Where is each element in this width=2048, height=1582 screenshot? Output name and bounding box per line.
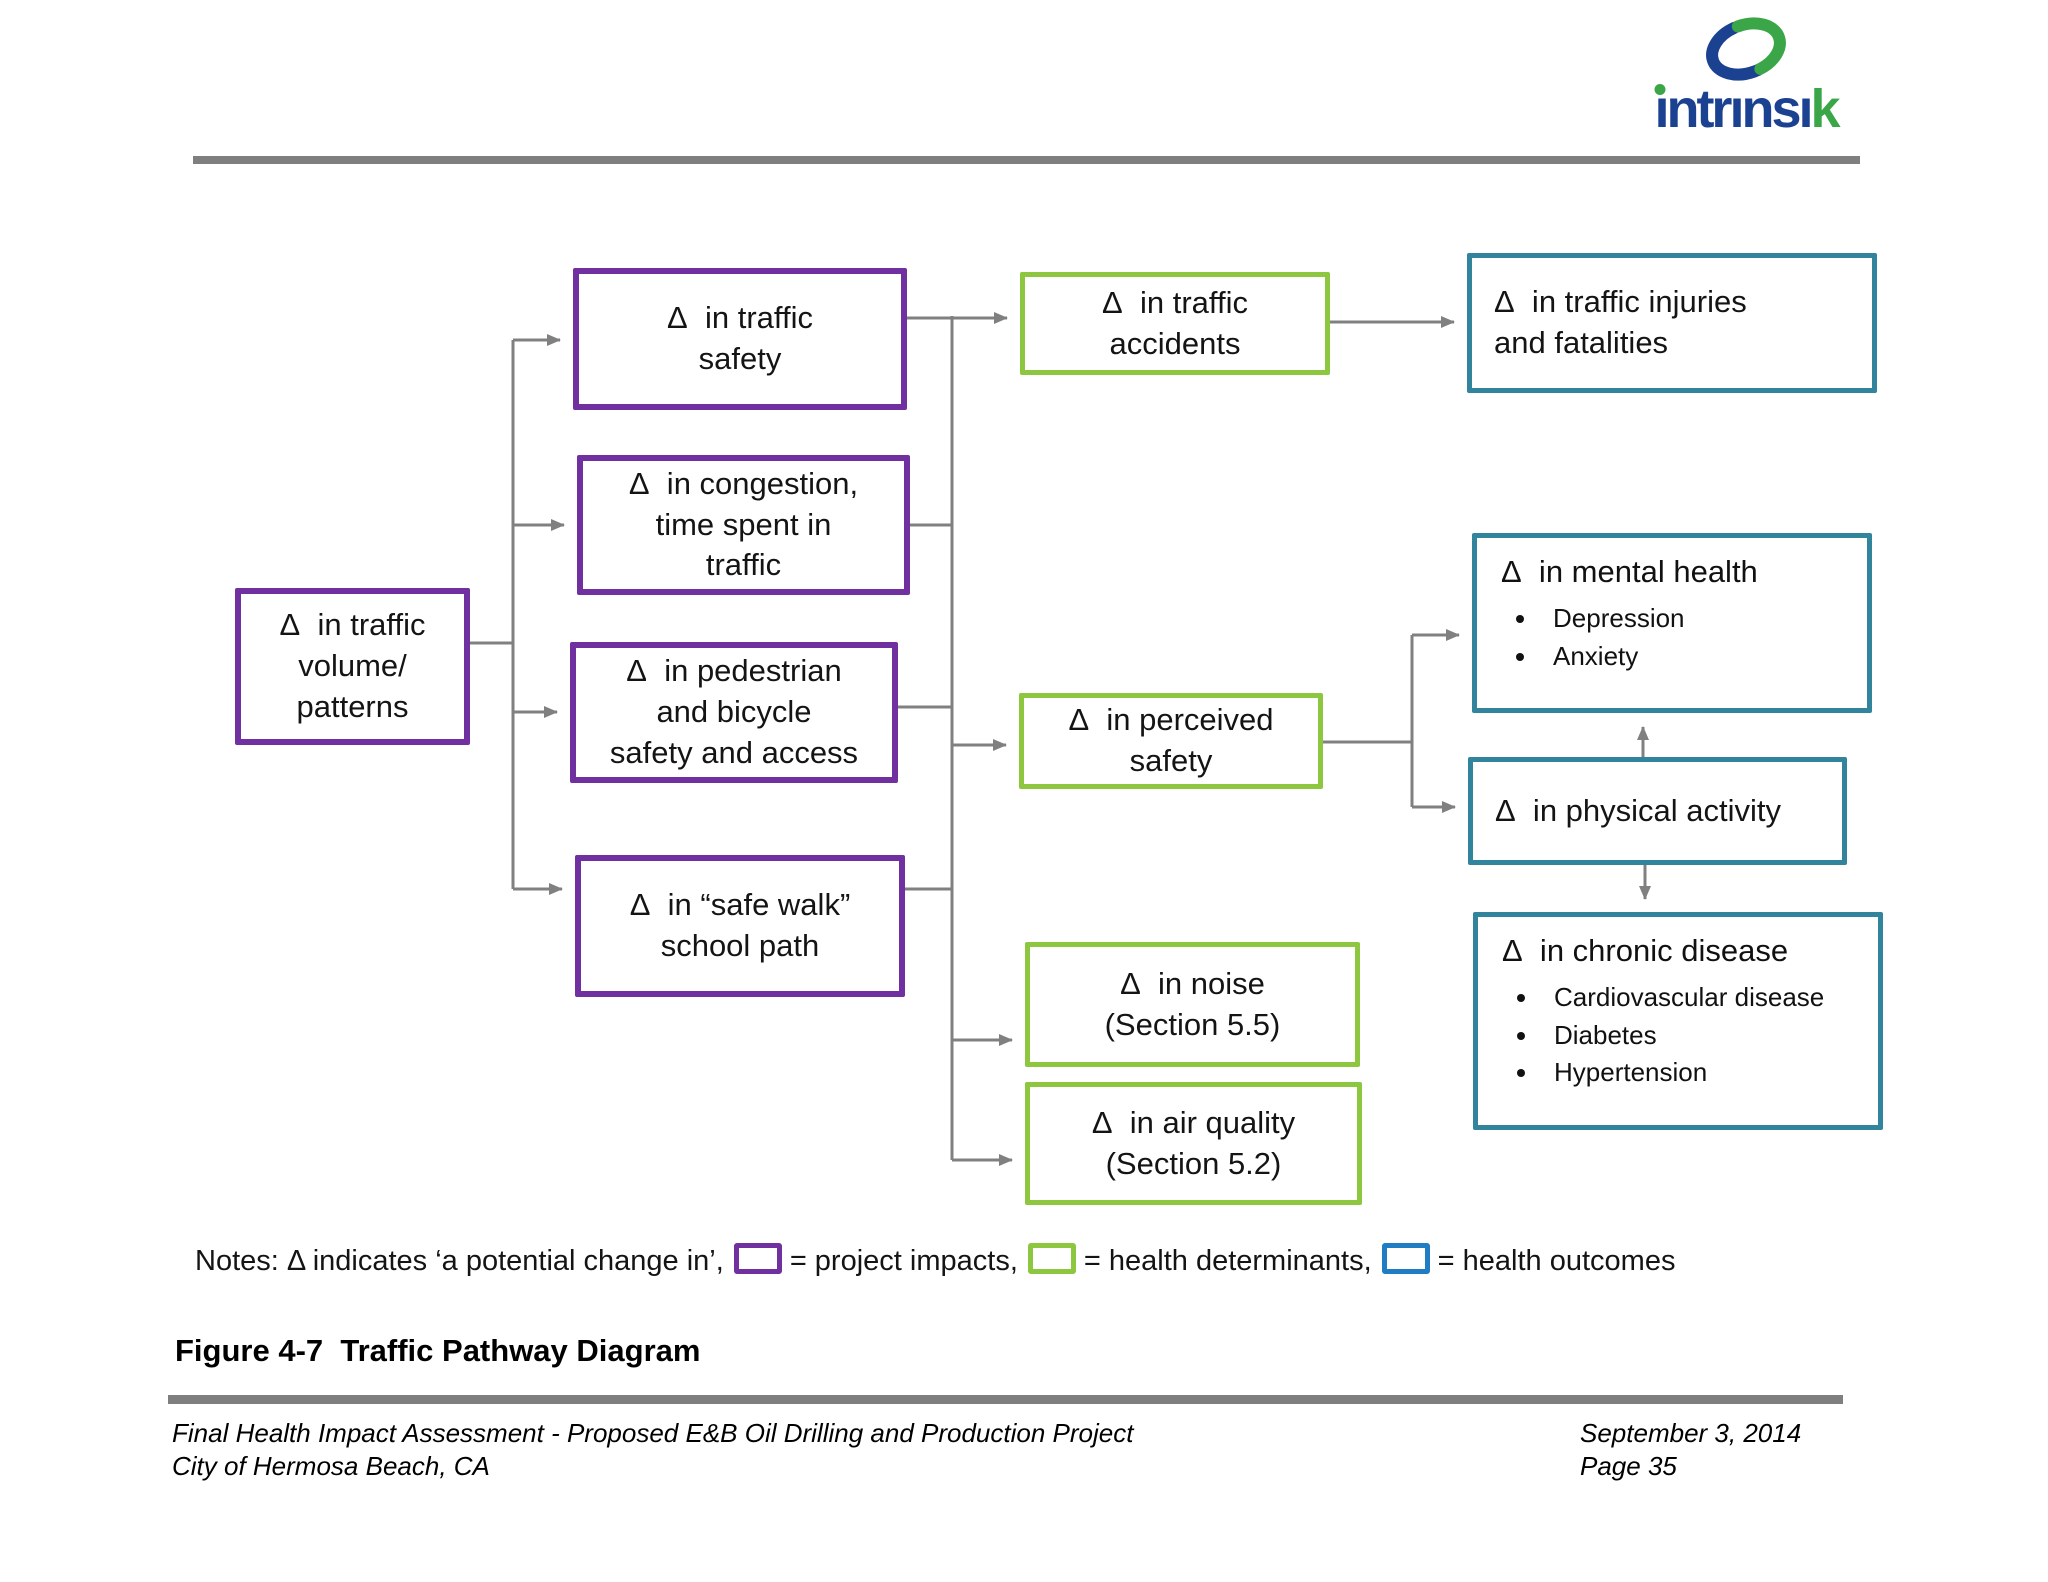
node-air-quality: Δ in air quality (Section 5.2) bbox=[1025, 1082, 1362, 1205]
footer-rule bbox=[168, 1395, 1843, 1404]
node-label: Δ in perceived safety bbox=[1068, 702, 1274, 778]
node-label: Δ in pedestrian and bicycle safety and a… bbox=[609, 653, 859, 770]
legend-project-impacts-label: = project impacts, bbox=[789, 1245, 1018, 1277]
node-safe-walk-school-path: Δ in “safe walk” school path bbox=[575, 855, 905, 997]
node-label: Δ in air quality (Section 5.2) bbox=[1091, 1104, 1296, 1181]
bullet-item: Cardiovascular disease bbox=[1540, 979, 1824, 1017]
intrinsik-swirl-icon bbox=[1706, 17, 1786, 81]
node-label: Δ in “safe walk” school path bbox=[629, 887, 851, 963]
node-title: Δ in mental health bbox=[1501, 554, 1758, 589]
project-impacts-swatch bbox=[733, 1243, 782, 1274]
footer-report-title: Final Health Impact Assessment - Propose… bbox=[172, 1418, 1134, 1448]
node-traffic-injuries-fatalities: Δ in traffic injuries and fatalities bbox=[1467, 253, 1877, 393]
node-label: Δ in physical activity bbox=[1495, 792, 1782, 828]
node-chronic-disease: Δ in chronic disease Cardiovascular dise… bbox=[1473, 912, 1883, 1130]
legend-notes: Notes: Δ indicates ‘a potential change i… bbox=[195, 1243, 1675, 1278]
footer-right: September 3, 2014 Page 35 bbox=[1580, 1417, 1801, 1484]
footer-left: Final Health Impact Assessment - Propose… bbox=[172, 1417, 1133, 1484]
figure-caption: Figure 4-7 Traffic Pathway Diagram bbox=[175, 1333, 701, 1368]
bullet-item: Anxiety bbox=[1539, 638, 1685, 676]
node-physical-activity: Δ in physical activity bbox=[1468, 757, 1847, 865]
bullet-item: Depression bbox=[1539, 600, 1685, 638]
node-traffic-safety: Δ in traffic safety bbox=[573, 268, 907, 410]
bullet-item: Hypertension bbox=[1540, 1054, 1824, 1092]
node-label: Δ in noise (Section 5.5) bbox=[1104, 965, 1281, 1042]
intrinsik-logo: ıntrınsık bbox=[1618, 12, 1874, 136]
header-rule bbox=[193, 156, 1860, 164]
legend-health-outcomes-label: = health outcomes bbox=[1437, 1245, 1676, 1277]
node-traffic-accidents: Δ in traffic accidents bbox=[1020, 272, 1330, 375]
node-label: Δ in congestion, time spent in traffic bbox=[628, 465, 859, 583]
legend-health-determinants-label: = health determinants, bbox=[1083, 1245, 1372, 1277]
footer-date: September 3, 2014 bbox=[1580, 1418, 1802, 1448]
footer-page-number: Page 35 bbox=[1580, 1451, 1677, 1482]
bullet-item: Diabetes bbox=[1540, 1017, 1824, 1055]
node-pedestrian-bicycle-safety: Δ in pedestrian and bicycle safety and a… bbox=[570, 642, 898, 783]
legend-prefix: Notes: Δ indicates ‘a potential change i… bbox=[195, 1245, 724, 1277]
intrinsik-wordmark: ıntrınsık bbox=[1618, 82, 1874, 136]
node-perceived-safety: Δ in perceived safety bbox=[1019, 693, 1323, 789]
health-outcomes-swatch bbox=[1381, 1243, 1430, 1274]
node-mental-health: Δ in mental health Depression Anxiety bbox=[1472, 533, 1872, 713]
health-determinants-swatch bbox=[1027, 1243, 1076, 1274]
node-traffic-volume-patterns: Δ in traffic volume/ patterns bbox=[235, 588, 470, 745]
wordmark-k: k bbox=[1810, 79, 1840, 139]
node-title: Δ in chronic disease bbox=[1502, 933, 1789, 968]
wordmark-mid: ntrınsı bbox=[1666, 79, 1813, 139]
node-label: Δ in traffic accidents bbox=[1102, 284, 1248, 361]
wordmark-i: ı bbox=[1654, 79, 1669, 139]
node-label: Δ in traffic safety bbox=[667, 300, 813, 376]
node-label: Δ in traffic injuries and fatalities bbox=[1494, 284, 1747, 360]
node-label: Δ in traffic volume/ patterns bbox=[279, 607, 426, 724]
footer-city: City of Hermosa Beach, CA bbox=[172, 1451, 490, 1482]
chronic-disease-bullet-list: Cardiovascular disease Diabetes Hyperten… bbox=[1478, 979, 1824, 1092]
node-congestion-time: Δ in congestion, time spent in traffic bbox=[577, 455, 910, 595]
node-noise: Δ in noise (Section 5.5) bbox=[1025, 942, 1360, 1067]
mental-health-bullet-list: Depression Anxiety bbox=[1477, 600, 1685, 675]
